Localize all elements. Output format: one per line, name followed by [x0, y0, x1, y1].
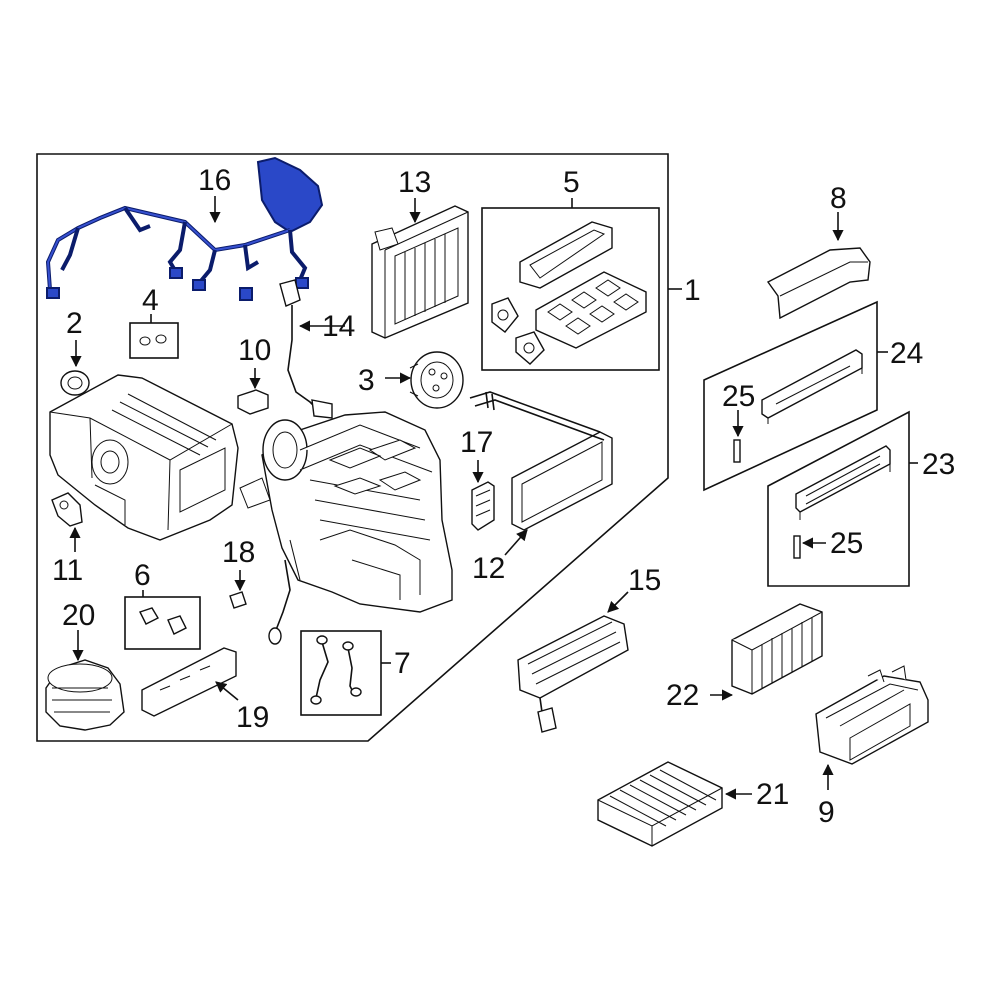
blower-motor-20	[45, 659, 125, 731]
box-part-23	[767, 410, 910, 587]
callout-20: 20	[62, 599, 95, 632]
callout-14: 14	[322, 310, 355, 343]
grommets-4	[139, 334, 167, 346]
callout-15: 15	[628, 564, 661, 597]
pin-25-lower	[793, 535, 801, 559]
callout-labels: 1 2 3 4 5 6 7 8 9 10 11 12 13 14 15 16 1…	[52, 164, 955, 829]
callout-1: 1	[684, 274, 701, 307]
actuator-17	[471, 481, 495, 531]
callout-12: 12	[472, 552, 505, 585]
seal-kit-5	[491, 221, 647, 365]
cabin-filter-21	[597, 761, 723, 847]
callout-16: 16	[198, 164, 231, 197]
callout-17: 17	[460, 426, 493, 459]
callout-10: 10	[238, 334, 271, 367]
seal-ring-2	[60, 370, 90, 396]
evaporator-core-13	[371, 205, 469, 339]
connector-strip-19	[141, 647, 237, 717]
hvac-housing-left	[49, 374, 239, 541]
leader-lines	[69, 196, 918, 800]
box-part-7	[300, 630, 382, 716]
box-part-6	[124, 596, 201, 650]
bracket-23	[795, 445, 891, 520]
callout-24: 24	[890, 337, 923, 370]
callout-13: 13	[398, 166, 431, 199]
aux-evaporator-15	[517, 615, 629, 733]
callout-19: 19	[236, 701, 269, 734]
sensor-10	[237, 389, 269, 415]
callout-25-lower: 25	[830, 527, 863, 560]
callout-23: 23	[922, 448, 955, 481]
callout-18: 18	[222, 536, 255, 569]
cover-8	[766, 247, 871, 320]
bracket-11	[51, 492, 83, 527]
hvac-module-center	[239, 411, 453, 645]
callout-6: 6	[134, 559, 151, 592]
callout-3: 3	[358, 364, 375, 397]
bracket-24	[761, 349, 863, 424]
callout-5: 5	[563, 166, 580, 199]
blower-ring-3	[409, 351, 464, 409]
heater-core-12	[469, 391, 613, 531]
sensor-lead-14	[279, 279, 333, 419]
box-part-5	[481, 207, 660, 371]
aux-housing-9	[815, 665, 929, 765]
assembly-frame	[36, 153, 669, 742]
sensor-18	[229, 591, 247, 609]
box-part-4	[129, 322, 179, 359]
wiring-harness-16	[45, 156, 324, 301]
callout-9: 9	[818, 796, 835, 829]
callout-2: 2	[66, 307, 83, 340]
filter-22	[731, 603, 823, 695]
pin-25-upper	[733, 439, 741, 463]
callout-22: 22	[666, 679, 699, 712]
clips-6	[139, 607, 187, 635]
callout-11: 11	[52, 554, 83, 587]
callout-21: 21	[756, 778, 789, 811]
callout-7: 7	[394, 647, 411, 680]
callout-4: 4	[142, 284, 159, 317]
box-part-24	[703, 300, 878, 492]
callout-25-upper: 25	[722, 380, 755, 413]
link-rods-7	[310, 635, 362, 705]
callout-8: 8	[830, 182, 847, 215]
